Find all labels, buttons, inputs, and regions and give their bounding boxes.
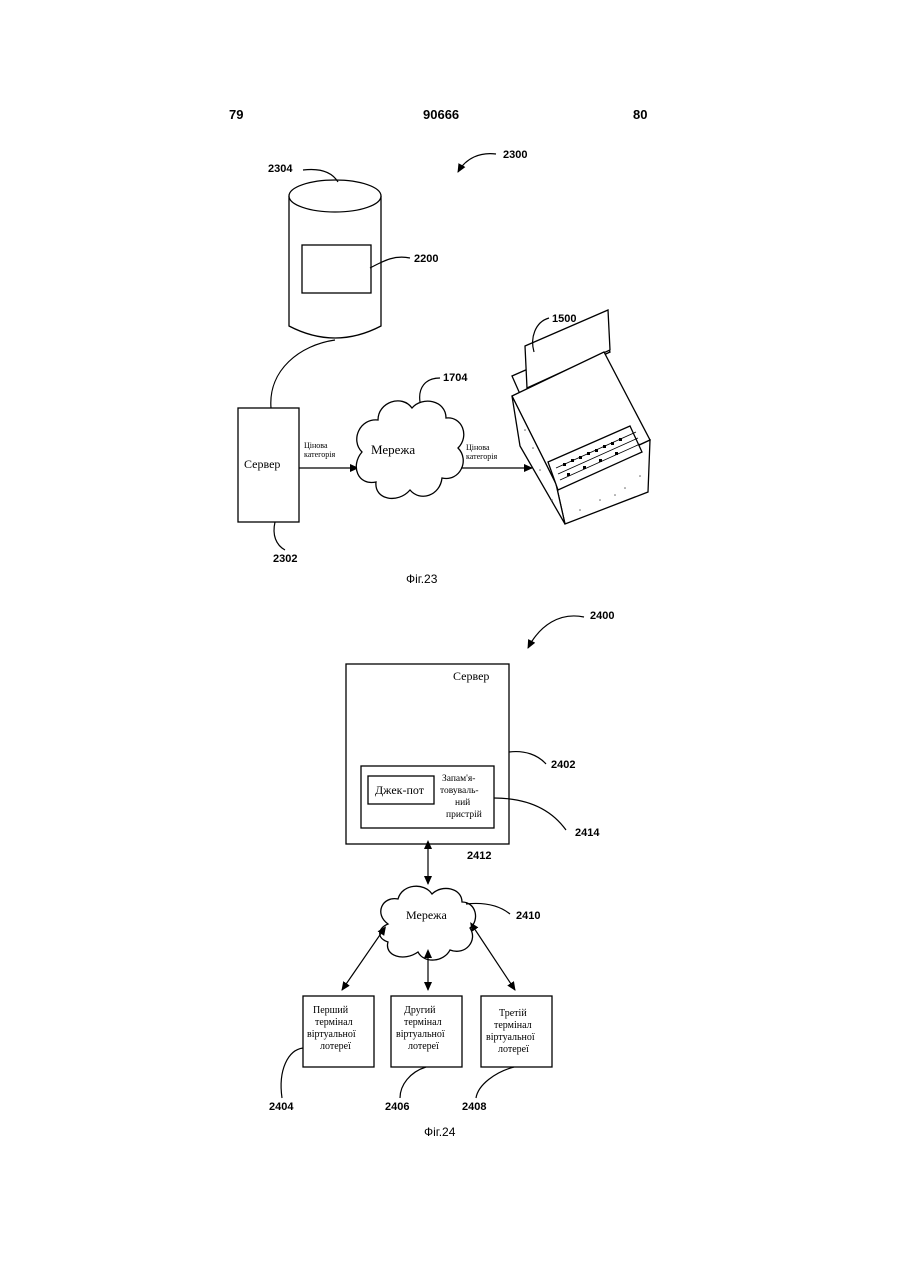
memory-label-line3: ний: [455, 797, 470, 808]
page-number-right: 80: [633, 107, 647, 122]
terminal2-line1: Другий: [404, 1005, 436, 1016]
memory-label-line2: товуваль-: [440, 786, 479, 796]
terminal3-line3: віртуальної: [486, 1032, 535, 1043]
terminal2-line2: термінал: [404, 1017, 442, 1028]
figure-23: 2300 2304 2200 Сервер 2302 Цінова катего…: [238, 149, 650, 586]
ref-2404-leader: [281, 1048, 303, 1098]
ref-2408: 2408: [462, 1101, 486, 1113]
ref-1704-leader: [420, 378, 440, 402]
figure-24: 2400 Сервер Джек-пот Запам'я- товуваль- …: [269, 610, 614, 1139]
ref-2404: 2404: [269, 1101, 294, 1113]
figure-23-caption: Фіг.23: [406, 572, 438, 586]
arrow1-label-line1: Цінова: [304, 441, 328, 450]
terminal1-line2: термінал: [315, 1017, 353, 1028]
patent-number: 90666: [423, 107, 459, 122]
ref-2300-arrow: [458, 154, 496, 172]
ref-2300: 2300: [503, 149, 527, 161]
network-label-2410: Мережа: [406, 908, 447, 922]
database-cylinder: [289, 180, 381, 338]
ref-2302: 2302: [273, 553, 297, 565]
network-cloud-2410: [380, 886, 476, 960]
ref-2406-leader: [400, 1067, 426, 1098]
terminal1-line1: Перший: [313, 1005, 349, 1016]
jackpot-label: Джек-пот: [375, 783, 425, 797]
ref-2406: 2406: [385, 1101, 409, 1113]
ref-2408-leader: [476, 1067, 514, 1098]
ref-2412: 2412: [467, 850, 491, 862]
memory-label-line4: пристрій: [446, 809, 482, 820]
network-label: Мережа: [371, 442, 415, 457]
terminal1-line3: віртуальної: [307, 1029, 356, 1040]
table-2200: [302, 245, 371, 293]
db-server-link: [271, 340, 335, 408]
ref-2402-leader: [509, 752, 546, 764]
arrow1-label-line2: категорія: [304, 450, 335, 459]
ref-2302-leader: [274, 522, 285, 550]
ref-2400-arrow: [528, 616, 584, 648]
arrow2-label-line1: Цінова: [466, 443, 490, 452]
terminal2-line3: віртуальної: [396, 1029, 445, 1040]
ref-2304: 2304: [268, 163, 293, 175]
ref-2410: 2410: [516, 910, 540, 922]
arrow2-label-line2: категорія: [466, 452, 497, 461]
ref-2200: 2200: [414, 253, 438, 265]
ref-2402: 2402: [551, 759, 575, 771]
server-label-2402: Сервер: [453, 669, 489, 683]
server-label: Сервер: [244, 457, 280, 471]
ref-2400: 2400: [590, 610, 614, 622]
terminal3-line1: Третій: [499, 1008, 527, 1019]
link-network-terminal3: [474, 928, 515, 990]
page-number-left: 79: [229, 107, 243, 122]
terminal3-line4: лотереї: [498, 1044, 529, 1055]
memory-label-line1: Запам'я-: [442, 774, 475, 784]
terminal2-line4: лотереї: [408, 1041, 439, 1052]
link-network-terminal1: [342, 932, 382, 990]
ref-1704: 1704: [443, 372, 468, 384]
figure-24-caption: Фіг.24: [424, 1125, 456, 1139]
terminal1-line4: лотереї: [320, 1041, 351, 1052]
terminal3-line2: термінал: [494, 1020, 532, 1031]
ref-2414: 2414: [575, 827, 600, 839]
ref-1500: 1500: [552, 313, 576, 325]
